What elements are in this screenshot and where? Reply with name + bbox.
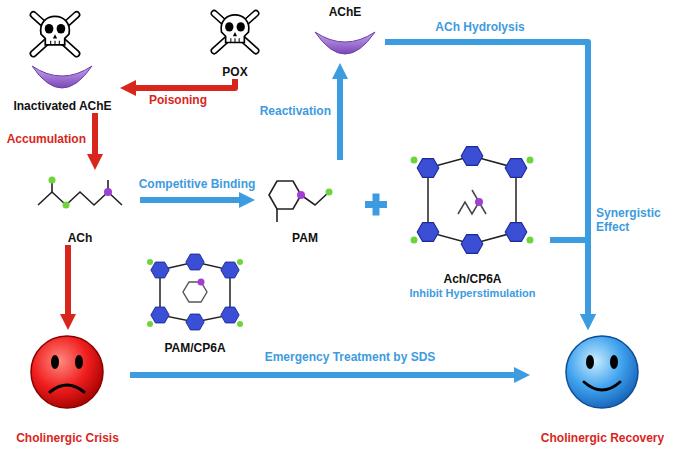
pam-cp6a-macrocycle xyxy=(147,254,243,330)
enzyme-node: Inactivated AChE xyxy=(5,5,120,113)
node-label: PAM xyxy=(292,231,318,245)
ach-molecule xyxy=(38,177,122,209)
state-node: Cholinergic Recovery xyxy=(530,330,675,445)
edge-label: Accumulation xyxy=(5,132,88,146)
enzyme-node: AChE xyxy=(305,5,385,63)
enzyme-bowl xyxy=(315,32,375,54)
node-label: ACh xyxy=(68,231,93,245)
flow-arrow xyxy=(130,372,520,378)
flow-arrow xyxy=(385,42,588,320)
flow-arrow xyxy=(550,240,588,320)
flow-arrow xyxy=(65,245,71,320)
ach-cp6a-macrocycle xyxy=(411,147,534,254)
edge-label: Emergency Treatment by SDS xyxy=(263,350,438,364)
flow-arrow xyxy=(130,79,235,88)
plus-sign xyxy=(365,194,387,216)
node-label: Ach/CP6A xyxy=(443,272,501,286)
complex-node: Ach/CP6AInhibit Hyperstimulation xyxy=(395,140,550,300)
flow-arrow xyxy=(337,73,343,160)
node-label: Cholinergic Crisis xyxy=(16,431,119,445)
skull-icon xyxy=(214,13,256,50)
edge-label: Competitive Binding xyxy=(137,177,258,191)
state-node: Cholinergic Crisis xyxy=(5,330,130,445)
molecule-node: ACh xyxy=(20,170,140,245)
node-label: Cholinergic Recovery xyxy=(541,431,664,445)
molecule-node: PAM xyxy=(255,160,355,245)
flow-arrow xyxy=(140,197,245,203)
toxin-node: POX xyxy=(200,5,270,79)
sad-face xyxy=(31,336,103,408)
edge-label: ACh Hydrolysis xyxy=(433,20,526,34)
skull-icon xyxy=(33,15,76,54)
edge-label: Reactivation xyxy=(258,104,333,118)
edge-label: Synergistic Effect xyxy=(594,206,677,234)
happy-face xyxy=(566,336,638,408)
complex-node: PAM/CP6A xyxy=(135,250,255,355)
pam-molecule xyxy=(269,181,333,222)
node-label: POX xyxy=(222,65,247,79)
node-label: AChE xyxy=(329,5,362,19)
flow-arrow xyxy=(92,113,98,160)
enzyme-bowl xyxy=(32,66,92,88)
node-label: PAM/CP6A xyxy=(164,341,225,355)
node-label: Inactivated AChE xyxy=(13,99,111,113)
node-note: Inhibit Hyperstimulation xyxy=(410,286,536,300)
edge-label: Poisoning xyxy=(147,93,209,107)
